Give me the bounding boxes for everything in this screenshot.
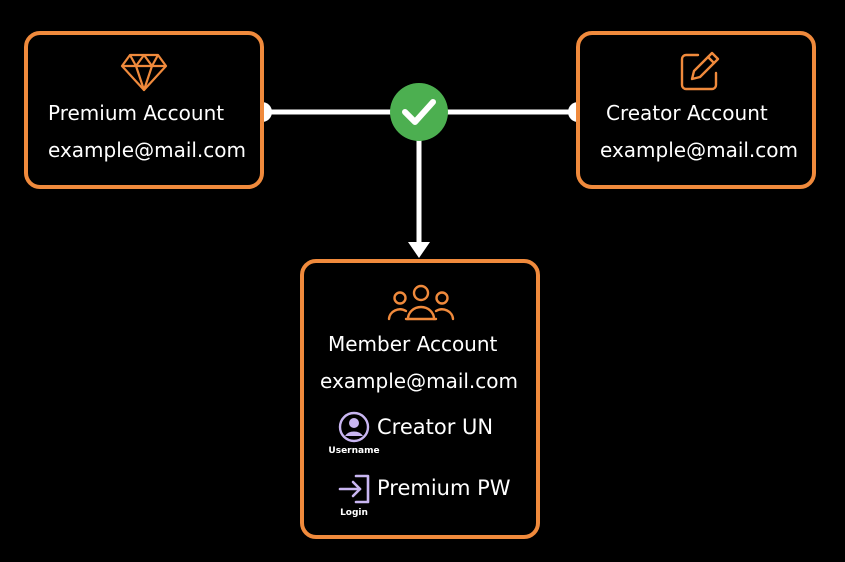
creator-un-text: Creator UN: [377, 415, 494, 439]
member-email: example@mail.com: [320, 369, 519, 393]
creator-email: example@mail.com: [600, 138, 799, 162]
diamond-icon: [120, 53, 168, 92]
check-icon: [390, 83, 448, 141]
member-title: Member Account: [328, 332, 498, 356]
user-circle-icon: [338, 411, 370, 443]
premium-account-card: Premium Account example@mail.com: [24, 31, 264, 189]
premium-title: Premium Account: [48, 101, 225, 125]
premium-email: example@mail.com: [48, 138, 247, 162]
premium-pw-text: Premium PW: [377, 476, 511, 500]
creator-title: Creator Account: [606, 101, 768, 125]
login-icon: [338, 474, 370, 504]
users-icon: [387, 284, 455, 321]
arrow-head-icon: [408, 242, 430, 258]
edit-icon: [680, 51, 720, 91]
member-account-card: Member Account example@mail.com Username…: [300, 259, 540, 539]
username-label: Username: [328, 446, 380, 456]
login-label: Login: [340, 508, 368, 518]
creator-account-card: Creator Account example@mail.com: [576, 31, 816, 189]
